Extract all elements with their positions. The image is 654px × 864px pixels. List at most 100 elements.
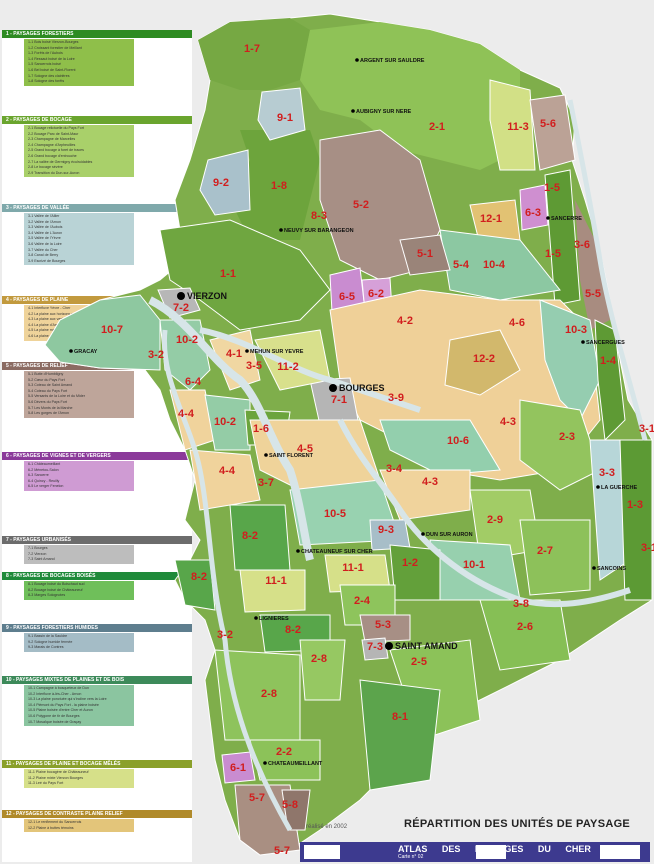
town-dot: [69, 349, 73, 353]
region-label: 11-1: [342, 562, 363, 574]
legend-item: 7-3 Saint Amand: [28, 557, 55, 562]
town-dot: [245, 349, 249, 353]
legend-item: 4-1 Interfluve Yèvre - Cher: [28, 306, 71, 310]
legend-item: 1-3 Forêts de l'Aubois: [28, 51, 63, 56]
legend-item: 11-1 Plaine bocagère de Châteauneuf: [28, 770, 89, 774]
region-label: 8-1: [392, 711, 408, 723]
legend-swatch: [24, 685, 134, 727]
region-label: 6-2: [368, 288, 384, 300]
region-label: 1-3: [627, 499, 643, 511]
town-dot: [421, 532, 425, 536]
map-title: RÉPARTITION DES UNITÉS DE PAYSAGE: [404, 818, 631, 830]
region-label: 3-6: [574, 239, 590, 251]
legend-item: 3-1 Vallée de l'Allier: [28, 214, 60, 218]
legend-swatch: [24, 545, 134, 564]
town-label: SANCERGUES: [586, 340, 625, 346]
legend-item: 5-3 Coteau de Saint Amand: [28, 383, 73, 388]
legend-group-title: 10 - PAYSAGES MIXTES DE PLAINES ET DE BO…: [2, 676, 192, 684]
region-label: 1-7: [244, 43, 260, 55]
region-label: 5-1: [417, 248, 433, 260]
town-dot: [385, 642, 393, 650]
river-auron: [337, 418, 631, 608]
legend-item: 6-5 Le verger Fenelon: [28, 484, 64, 489]
region-label: 4-5: [297, 443, 313, 455]
legend-item: 10-5 Plaine boisée d'entre Cher et Auron: [28, 708, 93, 713]
town-dot: [351, 109, 355, 113]
legend-item: 2-8 Le bocage sévère: [28, 165, 63, 170]
legend-item: 6-4 Quincy - Reuilly: [28, 478, 60, 483]
region-label: 10-1: [463, 559, 485, 571]
legend-item: 2-1 Bocage relictuelle du Pays Fort: [28, 126, 84, 130]
region-label: 5-7: [249, 792, 265, 804]
region-label: 1-6: [253, 423, 269, 435]
legend-swatch: [24, 819, 134, 833]
town-dot: [355, 58, 359, 62]
region-label: 5-2: [353, 199, 369, 211]
legend-swatch: [24, 125, 134, 178]
region-5-6: [529, 94, 576, 171]
region-label: 2-5: [411, 656, 427, 668]
region-label: 6-4: [185, 376, 202, 388]
town-label: SANCOINS: [597, 566, 626, 572]
region-label: 9-2: [213, 177, 229, 189]
legend-item: 10-3 La plaine ponctuée qui s'incline ve…: [28, 697, 107, 702]
region-label: 3-3: [599, 467, 615, 479]
town-label: GRACAY: [74, 349, 98, 355]
atlas-banner: ATLAS DES PAYSAGES DU CHER Carte n° 02: [300, 842, 650, 862]
legend-item: 3-4 Vallée de L'Auron: [28, 230, 63, 235]
region-label: 3-2: [217, 629, 233, 641]
region-label: 2-4: [354, 595, 371, 607]
legend-item: 9-2 Sologne humide fermée: [28, 639, 73, 644]
region-label: 10-4: [483, 259, 506, 271]
region-label: 11-1: [265, 575, 286, 587]
region-1-1: [159, 219, 331, 331]
legend-item: 1-8 Sologne des forêts: [28, 79, 65, 84]
region-label: 2-7: [537, 545, 553, 557]
town-label: ARGENT SUR SAULDRE: [360, 58, 425, 64]
legend-item: 10-6 Polygone de tir de Bourges: [28, 713, 80, 718]
legend-item: 5-2 Cœur du Pays Fort: [28, 377, 65, 382]
region-label: 1-8: [271, 180, 287, 192]
legend-item: 3-8 Canal de Berry: [28, 253, 59, 258]
region-label: 4-1: [226, 348, 242, 360]
river-arnon: [161, 329, 293, 832]
legend-group: 12 - PAYSAGES DE CONTRASTE PLAINE RELIEF…: [2, 810, 192, 833]
town-dot: [263, 761, 267, 765]
region-1-2: [389, 544, 441, 601]
river-cher: [148, 296, 314, 561]
region-1-7: [198, 18, 310, 90]
town-label: AUBIGNY SUR NERE: [356, 109, 412, 115]
town-dot: [254, 616, 258, 620]
legend-item: 1-5 Sancerrois boisé: [28, 62, 61, 67]
legend-swatch: [24, 371, 134, 418]
legend-group-title: 8 - PAYSAGES DE BOCAGES BOISÉS: [2, 572, 192, 580]
legend-item: 3-2 Vallée de l'Arnon: [28, 219, 61, 224]
region-label: 11-3: [507, 121, 528, 133]
region-5-3: [359, 614, 411, 643]
legend-item: 8-2 Bocage boisé de Châteauneuf: [28, 587, 83, 592]
legend-group-title: 7 - PAYSAGES URBANISÉS: [2, 536, 192, 544]
legend-group-title: 11 - PAYSAGES DE PLAINE ET BOCAGE MÊLÉS: [2, 760, 192, 768]
region-label: 3-7: [258, 477, 274, 489]
town-dot: [546, 216, 550, 220]
region-label: 10-2: [176, 334, 198, 346]
region-label: 7-1: [331, 394, 347, 406]
town-label: BOURGES: [339, 383, 385, 393]
legend-item: 4-6 La plaine ondulée: [28, 333, 63, 338]
legend-item: 10-2 Interfluve à-lès-Cher - Arnon: [28, 691, 82, 696]
legend-swatch: [24, 213, 134, 266]
legend-swatch: [24, 39, 134, 86]
town-label: SANCERRE: [551, 216, 582, 222]
river-loire: [567, 99, 648, 441]
legend-item: 6-2 Ménetou-Salon: [28, 467, 59, 472]
region-label: 3-4: [386, 463, 403, 475]
region-8-2a: [229, 504, 291, 571]
town-dot: [581, 340, 585, 344]
legend-item: 1-2 Croissant forestier de Meillant: [28, 45, 82, 50]
legend-item: 7-2 Vierzon: [28, 551, 47, 556]
legend-item: 11-3 Leé du Pays Fort: [28, 781, 64, 786]
